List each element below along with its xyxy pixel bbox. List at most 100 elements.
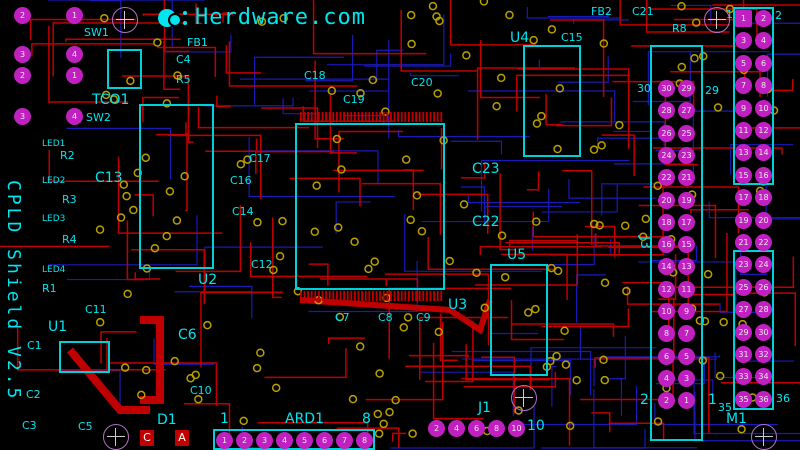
- j3-pin[interactable]: 27: [678, 102, 695, 120]
- m1-pin[interactable]: 20: [755, 211, 772, 229]
- j3-pin[interactable]: 15: [678, 236, 695, 254]
- j1-pin[interactable]: 8: [488, 420, 505, 437]
- m1-pin[interactable]: 19: [735, 211, 752, 229]
- j3-pin[interactable]: 1: [678, 392, 695, 410]
- m1-pin[interactable]: 33: [735, 368, 752, 386]
- u1-outline[interactable]: [59, 341, 110, 373]
- j3-pin[interactable]: 7: [678, 325, 695, 343]
- m1-pin[interactable]: 31: [735, 346, 752, 363]
- m1-pin[interactable]: 18: [755, 189, 772, 207]
- m1-pin[interactable]: 4: [755, 32, 772, 50]
- m1-pin[interactable]: 13: [735, 144, 752, 162]
- m1-outline-top[interactable]: [733, 7, 774, 185]
- m1-outline-bottom[interactable]: [733, 250, 774, 410]
- ard1-pin[interactable]: 8: [356, 432, 373, 449]
- switch-pad[interactable]: 3: [14, 46, 31, 63]
- j3-pin[interactable]: 25: [678, 124, 695, 142]
- j3-pin[interactable]: 8: [658, 325, 675, 343]
- j3-pin[interactable]: 9: [678, 303, 695, 320]
- j3-pin[interactable]: 28: [658, 102, 675, 120]
- j3-pin[interactable]: 14: [658, 258, 675, 276]
- j3-pin[interactable]: 5: [678, 347, 695, 365]
- ard1-pin[interactable]: 3: [256, 432, 273, 449]
- m1-pin[interactable]: 2: [755, 10, 772, 27]
- ard1-pin[interactable]: 7: [336, 432, 353, 449]
- m1-pin[interactable]: 11: [735, 122, 752, 139]
- j3-pin[interactable]: 21: [678, 169, 695, 187]
- switch-pad[interactable]: 1: [66, 7, 83, 24]
- m1-pin[interactable]: 7: [735, 77, 752, 95]
- switch-pad[interactable]: 2: [14, 67, 31, 84]
- d1-cathode-pad[interactable]: C: [140, 430, 154, 446]
- j3-pin[interactable]: 23: [678, 146, 695, 164]
- ard1-outline[interactable]: [213, 429, 375, 450]
- m1-pin[interactable]: 17: [735, 189, 752, 207]
- m1-pin[interactable]: 26: [755, 278, 772, 296]
- j3-pin[interactable]: 17: [678, 213, 695, 231]
- switch-pad[interactable]: 4: [66, 108, 83, 125]
- ard1-pin[interactable]: 6: [316, 432, 333, 449]
- m1-pin[interactable]: 36: [755, 390, 772, 408]
- ard1-pin[interactable]: 4: [276, 432, 293, 449]
- tco1-outline[interactable]: [107, 49, 142, 89]
- j3-pin[interactable]: 22: [658, 169, 675, 187]
- j3-pin[interactable]: 12: [658, 280, 675, 298]
- j3-pin[interactable]: 2: [658, 392, 675, 410]
- m1-pin[interactable]: 8: [755, 77, 772, 95]
- m1-pin[interactable]: 1: [735, 10, 752, 27]
- u5-outline[interactable]: [490, 264, 548, 376]
- u2-outline[interactable]: [139, 104, 214, 269]
- j3-pin[interactable]: 19: [678, 191, 695, 209]
- m1-pin[interactable]: 23: [735, 256, 752, 274]
- j3-pin[interactable]: 16: [658, 236, 675, 254]
- j3-pin[interactable]: 10: [658, 303, 675, 320]
- u4-outline[interactable]: [523, 45, 581, 157]
- d1-anode-pad[interactable]: A: [175, 430, 189, 446]
- m1-pin[interactable]: 28: [755, 301, 772, 319]
- m1-pin[interactable]: 32: [755, 346, 772, 363]
- m1-pin[interactable]: 25: [735, 278, 752, 296]
- m1-pin[interactable]: 21: [735, 234, 752, 251]
- m1-pin[interactable]: 3: [735, 32, 752, 50]
- ard1-pin[interactable]: 2: [236, 432, 253, 449]
- j1-pin[interactable]: 2: [428, 420, 445, 437]
- j3-outline[interactable]: [650, 45, 703, 441]
- m1-pin[interactable]: 9: [735, 99, 752, 117]
- j3-pin[interactable]: 29: [678, 80, 695, 97]
- ard1-pin[interactable]: 1: [216, 432, 233, 449]
- j3-pin[interactable]: 26: [658, 124, 675, 142]
- j3-pin[interactable]: 4: [658, 369, 675, 387]
- m1-pin[interactable]: 14: [755, 144, 772, 162]
- m1-pin[interactable]: 27: [735, 301, 752, 319]
- m1-pin[interactable]: 24: [755, 256, 772, 274]
- m1-pin[interactable]: 10: [755, 99, 772, 117]
- j3-pin[interactable]: 13: [678, 258, 695, 276]
- j1-pin[interactable]: 6: [468, 420, 485, 437]
- ard1-pin[interactable]: 5: [296, 432, 313, 449]
- m1-pin[interactable]: 34: [755, 368, 772, 386]
- j3-pin[interactable]: 30: [658, 80, 675, 97]
- j3-pin[interactable]: 24: [658, 146, 675, 164]
- j1-pin[interactable]: 4: [448, 420, 465, 437]
- switch-pad[interactable]: 1: [66, 67, 83, 84]
- m1-pin[interactable]: 22: [755, 234, 772, 251]
- j3-pin[interactable]: 18: [658, 213, 675, 231]
- m1-pin[interactable]: 15: [735, 166, 752, 184]
- u3-outline[interactable]: [295, 123, 445, 290]
- switch-pad[interactable]: 3: [14, 108, 31, 125]
- j3-pin[interactable]: 11: [678, 280, 695, 298]
- j3-pin[interactable]: 3: [678, 369, 695, 387]
- switch-pad[interactable]: 2: [14, 7, 31, 24]
- m1-pin[interactable]: 30: [755, 323, 772, 341]
- m1-pin[interactable]: 35: [735, 390, 752, 408]
- m1-pin[interactable]: 29: [735, 323, 752, 341]
- m1-pin[interactable]: 6: [755, 54, 772, 72]
- m1-pin[interactable]: 12: [755, 122, 772, 139]
- j3-pin[interactable]: 6: [658, 347, 675, 365]
- m1-pin[interactable]: 16: [755, 166, 772, 184]
- m1-pin[interactable]: 5: [735, 54, 752, 72]
- j3-pin[interactable]: 20: [658, 191, 675, 209]
- switch-pad[interactable]: 4: [66, 46, 83, 63]
- j1-pin[interactable]: 10: [508, 420, 525, 437]
